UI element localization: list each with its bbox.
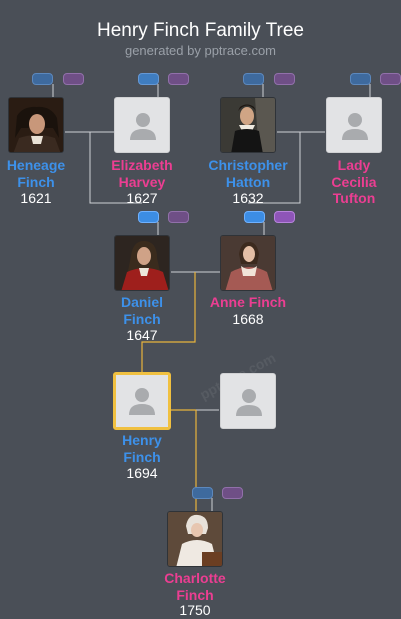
heneage-finch-portrait[interactable]	[8, 97, 64, 153]
expand-father-button[interactable]	[138, 73, 159, 85]
person-year-anne: 1668	[232, 311, 264, 327]
person-name-anne[interactable]: Anne Finch	[209, 294, 287, 310]
person-silhouette-icon	[130, 113, 156, 140]
expand-father-button[interactable]	[244, 211, 265, 223]
expand-mother-button[interactable]	[222, 487, 243, 499]
person-name-cecilia[interactable]: Lady Cecilia Tufton	[331, 157, 377, 206]
christopher-hatton-portrait[interactable]	[220, 97, 276, 153]
person-year-charlotte: 1750	[179, 602, 211, 618]
page-subtitle: generated by pptrace.com	[124, 43, 277, 58]
expand-mother-button[interactable]	[63, 73, 84, 85]
person-year-christopher: 1632	[232, 190, 264, 206]
person-year-daniel: 1647	[126, 327, 158, 343]
portrait-image	[168, 512, 222, 566]
person-name-charlotte[interactable]: Charlotte Finch	[164, 570, 226, 603]
spouse-placeholder-photo[interactable]	[220, 373, 276, 429]
expand-father-button[interactable]	[138, 211, 159, 223]
expand-mother-button[interactable]	[274, 211, 295, 223]
expand-mother-button[interactable]	[380, 73, 401, 85]
person-year-heneage: 1621	[20, 190, 52, 206]
elizabeth-harvey-photo[interactable]	[114, 97, 170, 153]
person-year-henry: 1694	[126, 465, 158, 481]
person-name-elizabeth[interactable]: Elizabeth Harvey	[111, 157, 173, 190]
henry-finch-photo[interactable]	[113, 372, 171, 430]
person-name-henry[interactable]: Henry Finch	[122, 432, 162, 465]
person-name-heneage[interactable]: Heneage Finch	[6, 157, 66, 190]
expand-mother-button[interactable]	[168, 211, 189, 223]
expand-father-button[interactable]	[243, 73, 264, 85]
portrait-image	[9, 98, 63, 152]
page-title: Henry Finch Family Tree	[97, 20, 304, 41]
person-silhouette-icon	[129, 388, 155, 415]
expand-father-button[interactable]	[32, 73, 53, 85]
portrait-image	[221, 98, 275, 152]
expand-mother-button[interactable]	[274, 73, 295, 85]
expand-mother-button[interactable]	[168, 73, 189, 85]
person-silhouette-icon	[342, 113, 368, 140]
person-year-elizabeth: 1627	[126, 190, 158, 206]
portrait-image	[115, 236, 169, 290]
expand-father-button[interactable]	[192, 487, 213, 499]
person-name-christopher[interactable]: Christopher Hatton	[208, 157, 288, 190]
anne-finch-portrait[interactable]	[220, 235, 276, 291]
expand-father-button[interactable]	[350, 73, 371, 85]
daniel-finch-portrait[interactable]	[114, 235, 170, 291]
cecilia-tufton-photo[interactable]	[326, 97, 382, 153]
person-name-daniel[interactable]: Daniel Finch	[120, 294, 163, 327]
portrait-image	[221, 236, 275, 290]
charlotte-finch-portrait[interactable]	[167, 511, 223, 567]
person-silhouette-icon	[236, 389, 262, 416]
